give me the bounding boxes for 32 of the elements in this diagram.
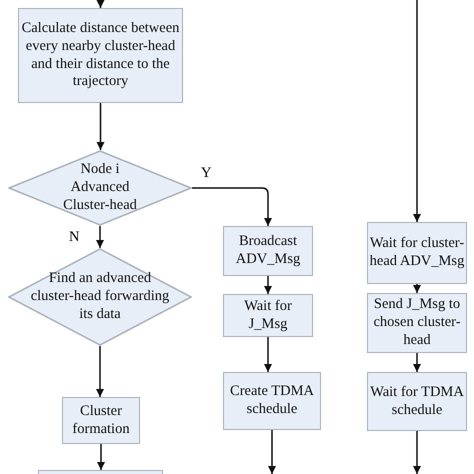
decision-diamond <box>8 150 192 226</box>
step-text: Node i Advanced Cluster-head <box>62 161 138 215</box>
arrow <box>97 444 105 470</box>
arrow <box>413 353 421 372</box>
arrow <box>96 226 104 248</box>
arrow <box>96 0 104 8</box>
arrow <box>413 0 421 222</box>
process-box <box>223 226 313 276</box>
arrow <box>192 187 272 226</box>
step-text: Broadcast ADV_Msg <box>234 233 302 269</box>
process-box <box>367 372 467 431</box>
step-text: Wait for J_Msg <box>243 298 293 334</box>
process-box <box>62 397 140 444</box>
step-text: Create TDMA schedule <box>229 383 315 419</box>
step-text: Calculate distance between every nearby cluster-head and their distance to the trajectory <box>20 20 180 91</box>
step-text: Send J_Msg to chosen cluster-head <box>372 296 462 350</box>
arrow <box>268 430 276 474</box>
arrow <box>413 284 421 293</box>
process-box <box>18 8 183 103</box>
arrow <box>96 346 104 397</box>
arrow <box>413 431 421 474</box>
step-text: Cluster formation <box>71 402 131 438</box>
process-box <box>367 222 467 284</box>
step-text: Wait for cluster-head ADV_Msg <box>368 235 466 271</box>
decision-diamond <box>8 248 192 346</box>
arrow <box>264 276 272 294</box>
process-box <box>223 294 313 337</box>
step-text: Find an advanced cluster-head forwarding its data <box>30 270 170 324</box>
arrow <box>96 103 104 150</box>
step-text: Wait for TDMA schedule <box>369 384 465 420</box>
arrow <box>264 337 272 372</box>
process-box <box>223 372 321 430</box>
